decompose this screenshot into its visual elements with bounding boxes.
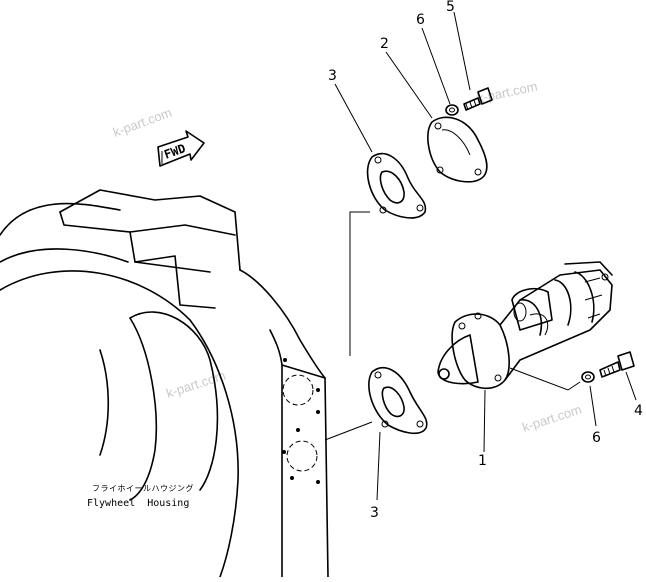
watermark: k-part.com bbox=[111, 105, 174, 140]
callout-washer-upper: 6 bbox=[416, 12, 425, 28]
callout-cover: 2 bbox=[380, 36, 389, 52]
fwd-arrow: FWD bbox=[157, 130, 205, 167]
callout-bolt-upper: 5 bbox=[446, 0, 455, 15]
gasket-lower bbox=[368, 367, 428, 435]
gasket-upper bbox=[366, 152, 427, 219]
caption-english: Flywheel Housing bbox=[87, 498, 189, 509]
assembly-line-lower bbox=[324, 421, 373, 441]
bolt-upper bbox=[463, 87, 493, 111]
bolt-lower bbox=[599, 351, 635, 378]
watermark: k-part.com bbox=[164, 368, 227, 401]
starter-motor bbox=[437, 261, 613, 390]
callout-starter: 1 bbox=[478, 453, 487, 469]
fwd-label: FWD bbox=[162, 141, 187, 162]
flywheel-housing bbox=[0, 189, 329, 578]
callout-washer-lower: 6 bbox=[592, 430, 601, 446]
washer-lower bbox=[581, 371, 595, 383]
watermark: k-part.com bbox=[476, 78, 539, 105]
cover-plate bbox=[427, 116, 488, 183]
assembly-line-starter bbox=[509, 367, 581, 391]
washer-upper bbox=[445, 104, 459, 116]
callout-gasket-lower: 3 bbox=[370, 505, 379, 521]
callout-bolt-lower: 4 bbox=[634, 403, 643, 419]
assembly-line-upper bbox=[349, 211, 370, 356]
watermark: k-part.com bbox=[520, 402, 583, 435]
caption-japanese: フライホイールハウジング bbox=[92, 483, 194, 493]
callout-gasket-upper: 3 bbox=[328, 68, 337, 84]
